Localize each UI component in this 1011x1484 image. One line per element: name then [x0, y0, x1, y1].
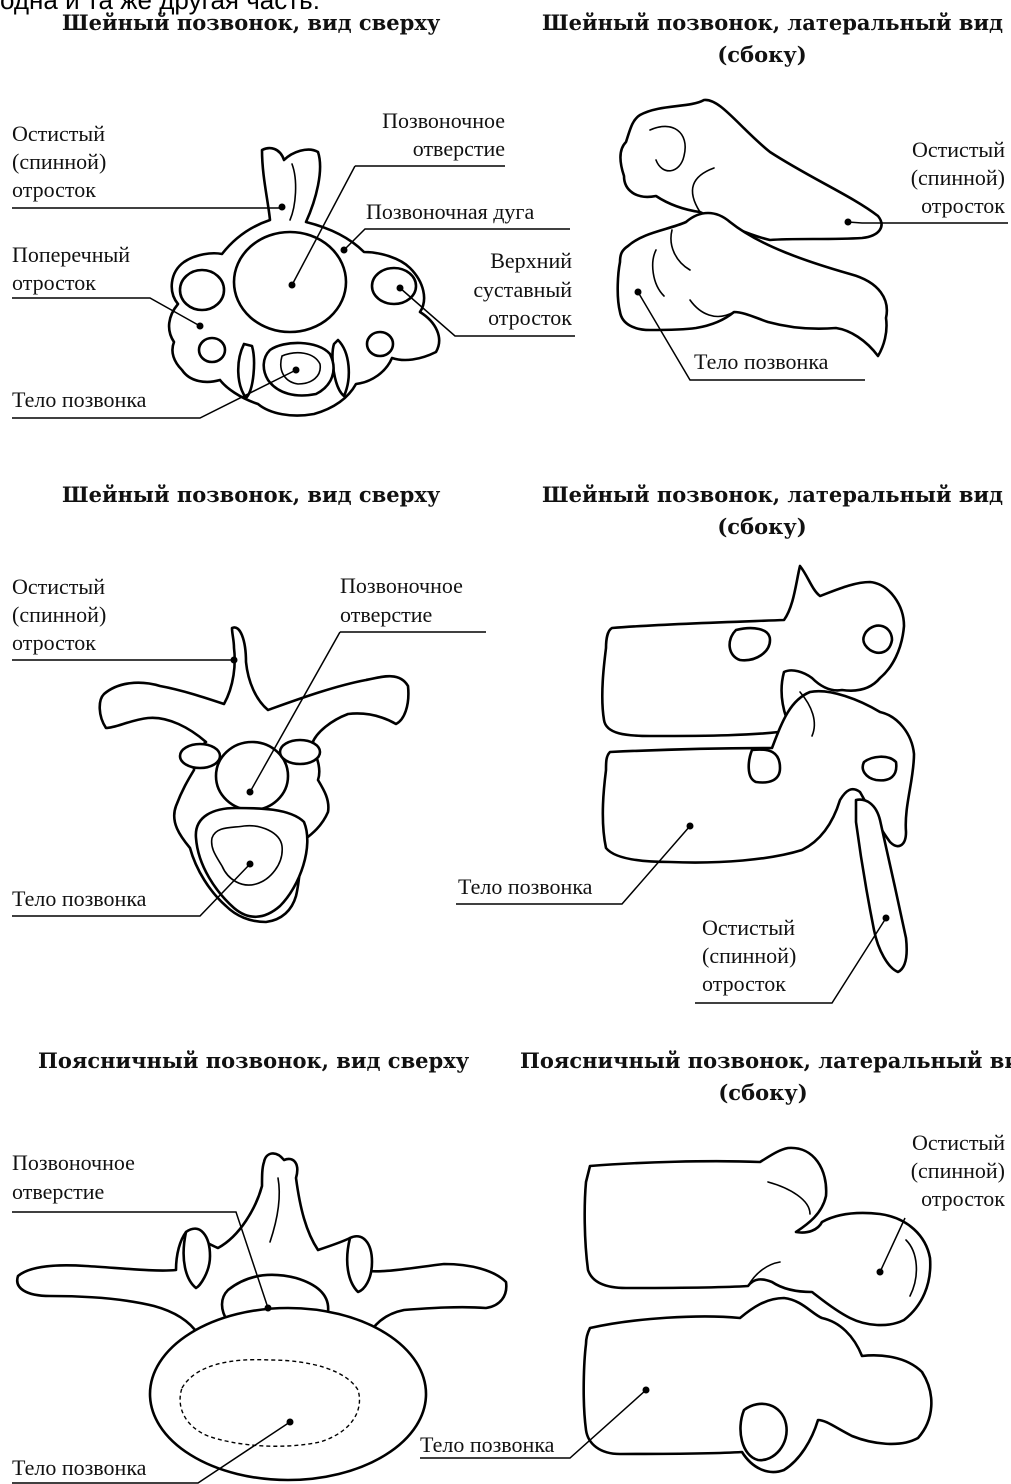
vertebral-body	[150, 1308, 426, 1480]
thoracic-top-view-drawing	[12, 627, 486, 922]
label-vertebral-body: Тело позвонка	[458, 873, 592, 901]
vertebral-foramen	[234, 232, 346, 332]
left-transverse-foramen	[199, 338, 225, 362]
label-vertebral-body: Тело позвонка	[12, 386, 146, 414]
right-transverse-foramen	[367, 332, 393, 356]
label-vertebral-body: Тело позвонка	[12, 1454, 146, 1482]
panel-2-subtitle: (сбоку)	[542, 40, 982, 70]
panel-2-title: Шейный позвонок, латеральный вид	[542, 8, 1003, 38]
lower-rib-facet	[749, 750, 780, 783]
panel-1-title: Шейный позвонок, вид сверху	[62, 8, 440, 38]
upper-vertebra	[621, 100, 882, 240]
thoracic-lateral-view-drawing	[456, 566, 914, 1003]
lumbar-lateral-view-drawing	[420, 1148, 931, 1472]
lower-inferior-process	[740, 1404, 786, 1460]
label-vertebral-body: Тело позвонка	[12, 885, 146, 913]
label-vertebral-body: Тело позвонка	[420, 1431, 554, 1459]
right-superior-process	[347, 1236, 372, 1292]
upper-process-facet	[863, 626, 892, 653]
lower-process-facet	[863, 757, 897, 781]
left-articular-facet	[180, 270, 224, 310]
panel-6-subtitle: (сбоку)	[520, 1078, 1006, 1108]
right-facet	[280, 740, 320, 764]
panel-3-title: Шейный позвонок, вид сверху	[62, 480, 440, 510]
panel-4-subtitle: (сбоку)	[542, 512, 982, 542]
panel-6-title: Поясничный позвонок, латеральный вид	[520, 1046, 1011, 1076]
label-vertebral-body: Тело позвонка	[694, 348, 828, 376]
left-facet	[180, 744, 220, 768]
vertebral-foramen	[216, 742, 288, 810]
right-articular-facet	[372, 268, 416, 304]
label-vertebral-arch: Позвоночная дуга	[366, 198, 534, 226]
panel-5-title: Поясничный позвонок, вид сверху	[38, 1046, 469, 1076]
panel-4-title: Шейный позвонок, латеральный вид	[542, 480, 1003, 510]
left-uncinate	[238, 344, 254, 398]
